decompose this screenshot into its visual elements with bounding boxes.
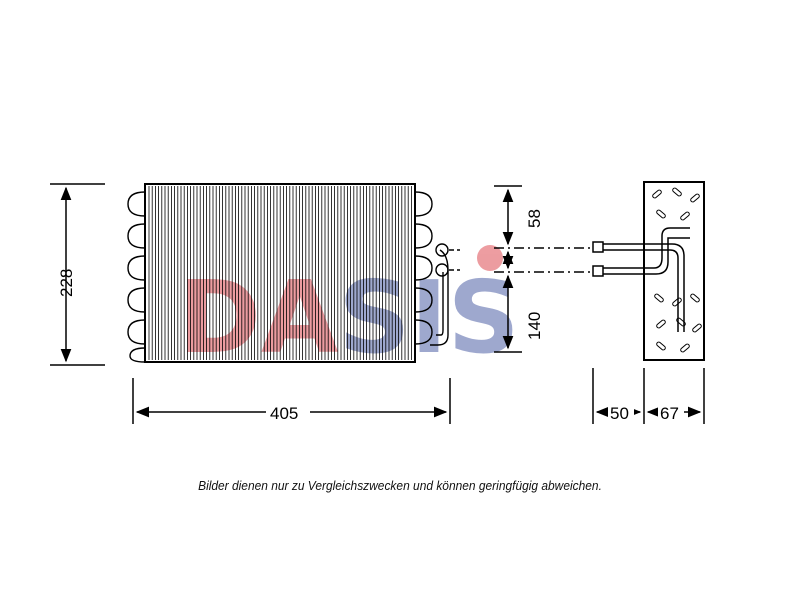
dimension-lower-label: 140 <box>525 312 544 340</box>
dimension-body-depth-label: 67 <box>660 404 679 423</box>
depth-a-bg <box>608 402 634 422</box>
side-slot <box>680 343 690 353</box>
side-slot <box>690 193 700 203</box>
watermark: DASIS <box>178 245 520 376</box>
side-slots <box>652 187 702 353</box>
watermark-dot <box>477 245 503 271</box>
core-outline <box>144 183 416 363</box>
connector-upper <box>592 241 604 253</box>
side-slot <box>672 187 682 197</box>
side-slot <box>672 297 682 307</box>
dimension-pipe-depth-label: 50 <box>610 404 629 423</box>
dimension-vertical-offsets <box>494 185 590 353</box>
side-slot <box>656 341 666 351</box>
left-tube-bends <box>127 191 146 363</box>
side-slot <box>656 209 666 219</box>
watermark-text: DASIS <box>178 259 520 376</box>
side-slot <box>652 189 662 199</box>
side-slot <box>676 317 686 327</box>
dimension-height <box>50 183 105 366</box>
connector-lower <box>592 265 604 277</box>
depth-b-bg <box>658 402 684 422</box>
side-slot <box>654 293 664 303</box>
side-slot <box>656 319 666 329</box>
side-slot <box>692 323 702 333</box>
dimension-height-label: 228 <box>57 269 76 297</box>
disclaimer-caption: Bilder dienen nur zu Vergleichszwecken u… <box>198 478 602 493</box>
side-slot <box>680 211 690 221</box>
front-view <box>127 183 460 363</box>
dimension-width-label-bg <box>266 402 310 422</box>
dimension-upper-label: 58 <box>525 209 544 228</box>
side-slot <box>690 293 700 303</box>
core-fins <box>148 186 412 360</box>
dimension-width-label: 405 <box>270 404 298 423</box>
right-tube-bends <box>414 191 433 345</box>
side-view <box>592 181 705 361</box>
outlet-pipes <box>430 243 460 346</box>
